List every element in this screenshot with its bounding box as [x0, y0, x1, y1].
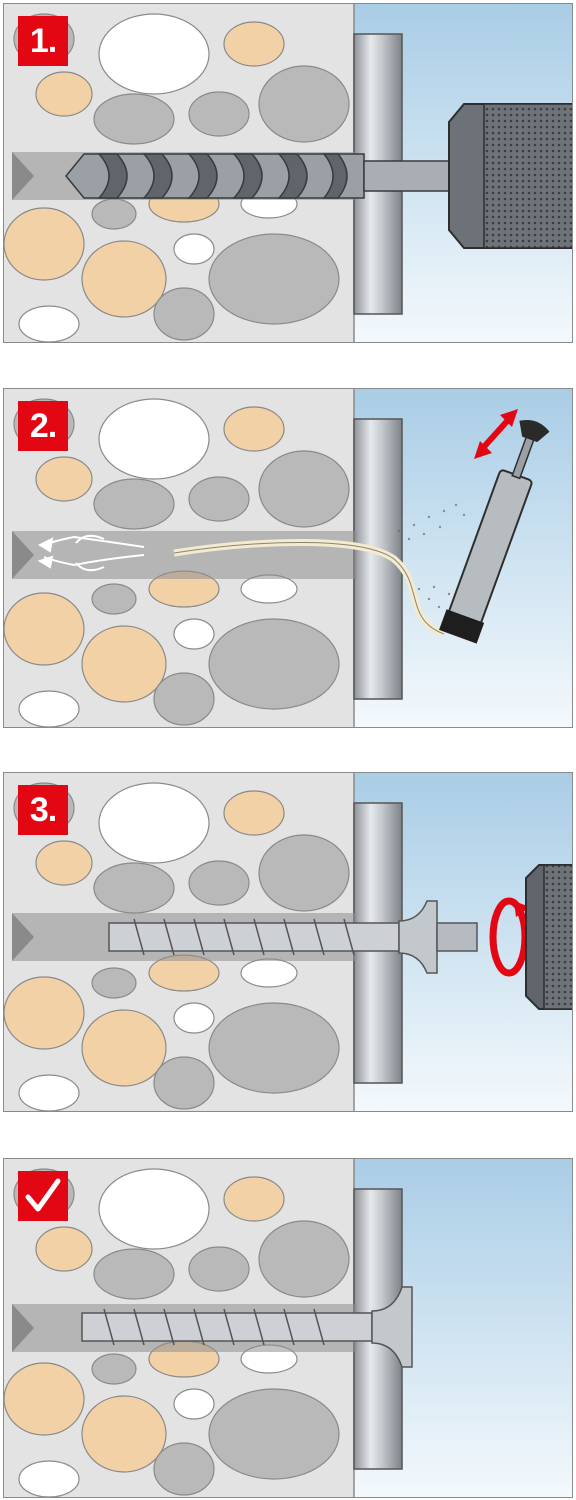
step-done-illustration [4, 1159, 572, 1497]
step-done-panel [3, 1158, 573, 1498]
step-3-install-panel: 3. [3, 772, 573, 1112]
step-1-drill-panel: 1. [3, 3, 573, 343]
step-number-badge: 2. [18, 401, 68, 451]
step-number-badge: 3. [18, 785, 68, 835]
step-number-badge: 1. [18, 16, 68, 66]
drill-chuck [448, 103, 572, 249]
step-1-illustration [4, 4, 572, 342]
step-3-illustration [4, 773, 572, 1111]
pump-motion-arrow [474, 409, 518, 459]
step-done-badge [18, 1171, 68, 1221]
installed-screw [81, 1286, 413, 1368]
checkmark-icon [25, 1178, 61, 1212]
drill-bit [65, 153, 450, 199]
step-2-clean-panel: 2. [3, 388, 573, 728]
blow-out-pump [439, 419, 550, 644]
drill-chuck [525, 864, 572, 1010]
step-2-illustration [4, 389, 572, 727]
concrete-screw [108, 900, 478, 974]
airflow-arrows [37, 534, 145, 572]
